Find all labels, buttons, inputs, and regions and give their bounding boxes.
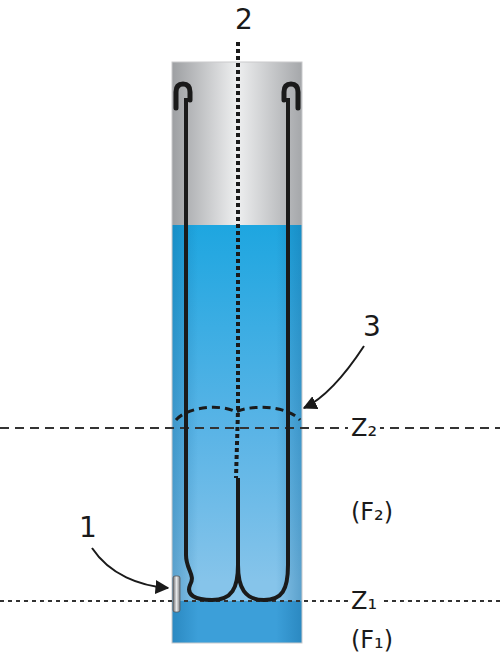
callout-number: 1 xyxy=(79,513,97,544)
sensor-pin xyxy=(173,576,180,612)
leader-line xyxy=(304,346,364,408)
leader-line xyxy=(92,548,168,588)
membrane-wire xyxy=(238,98,288,600)
zone-label: Z₂ xyxy=(348,415,380,441)
zone-label: (F₁) xyxy=(351,627,393,653)
zone-label: Z₁ xyxy=(348,588,380,614)
zone-line xyxy=(0,427,500,429)
callout-number: 3 xyxy=(363,312,381,343)
axis-dotted xyxy=(236,42,238,478)
callout-number: 2 xyxy=(235,5,253,36)
zone-label: (F₂) xyxy=(351,499,393,525)
zone-line xyxy=(0,600,500,602)
membrane-wire xyxy=(186,98,238,600)
